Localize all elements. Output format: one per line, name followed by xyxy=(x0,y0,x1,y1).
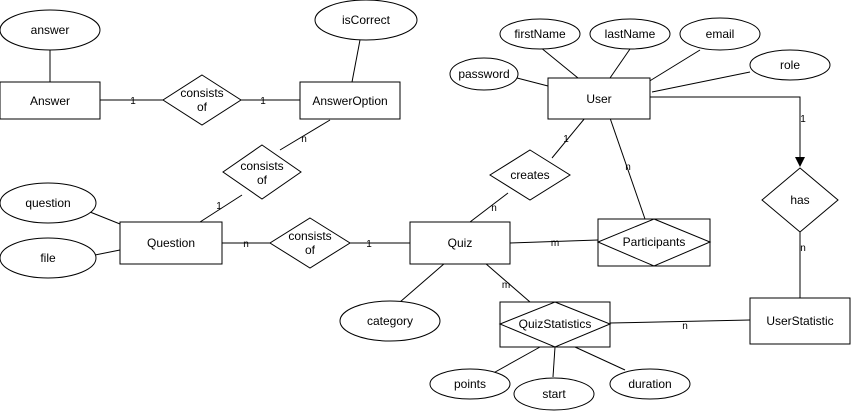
attribute-password-label: password xyxy=(458,67,509,81)
relationship-answer-answeroption-line2: of xyxy=(197,100,208,114)
edge-answeroption-rel2 xyxy=(279,119,331,151)
edge-password-attr xyxy=(516,77,549,87)
attribute-first-name[interactable]: firstName xyxy=(499,18,581,50)
attribute-email[interactable]: email xyxy=(679,17,761,51)
attribute-duration[interactable]: duration xyxy=(609,368,691,400)
attribute-role-label: role xyxy=(780,58,800,72)
attribute-file-label: file xyxy=(40,251,56,265)
cardinality-user-creates: 1 xyxy=(563,134,569,145)
edge-quiz-participants xyxy=(509,239,599,244)
relationship-creates-label: creates xyxy=(510,168,549,182)
edge-creates-quiz xyxy=(469,192,509,223)
attribute-password[interactable]: password xyxy=(449,57,519,91)
entity-user-statistic[interactable]: UserStatistic xyxy=(749,297,851,345)
attribute-last-name-label: lastName xyxy=(605,27,656,41)
attribute-last-name[interactable]: lastName xyxy=(589,18,671,50)
connectors xyxy=(49,39,805,378)
cardinality-answer: 1 xyxy=(130,96,136,107)
entity-answer[interactable]: Answer xyxy=(0,81,101,120)
relationship-has-label: has xyxy=(790,193,809,207)
edge-user-creates xyxy=(551,117,586,159)
entity-user-statistic-label: UserStatistic xyxy=(766,314,833,328)
cardinality-user-participants: n xyxy=(625,162,631,173)
entity-quiz-label: Quiz xyxy=(448,236,473,250)
attribute-file[interactable]: file xyxy=(0,237,97,279)
cardinality-quiz-creates: n xyxy=(491,203,497,214)
relationship-quiz-statistics[interactable]: QuizStatistics xyxy=(498,301,612,348)
cardinality-quiz-participants: m xyxy=(551,238,559,249)
cardinality-user-has: 1 xyxy=(800,114,806,125)
cardinality-userstatistic-has: n xyxy=(800,243,806,254)
cardinality-labels: 1 1 n 1 n 1 1 n n m m n 1 n xyxy=(130,96,806,332)
attribute-points-label: points xyxy=(454,377,486,391)
relationship-participants-label: Participants xyxy=(623,235,686,249)
entity-user[interactable]: User xyxy=(547,77,651,120)
entity-answer-label: Answer xyxy=(30,94,70,108)
relationship-question-quiz[interactable]: consists of xyxy=(269,217,351,269)
attribute-is-correct[interactable]: isCorrect xyxy=(314,0,418,41)
relationship-answer-answeroption-line1: consists xyxy=(180,86,223,100)
edge-email-attr xyxy=(647,49,701,83)
entity-question[interactable]: Question xyxy=(119,221,223,265)
relationship-answeroption-question-line1: consists xyxy=(240,159,283,173)
edge-start-attr xyxy=(552,346,556,378)
edge-duration-attr xyxy=(574,346,626,371)
edge-user-has-arrow xyxy=(650,96,805,167)
attribute-question[interactable]: question xyxy=(0,182,97,224)
cardinality-answeroption-2: n xyxy=(301,134,307,145)
entity-answer-option-label: AnswerOption xyxy=(312,94,387,108)
entity-question-label: Question xyxy=(147,236,195,250)
attribute-start[interactable]: start xyxy=(513,377,595,411)
relationship-participants[interactable]: Participants xyxy=(596,218,712,267)
attribute-duration-label: duration xyxy=(628,377,671,391)
attribute-role[interactable]: role xyxy=(749,49,831,81)
edge-iscorrect-attr xyxy=(351,39,361,83)
attribute-first-name-label: firstName xyxy=(514,27,566,41)
edge-quiz-quizstatistics xyxy=(484,262,531,303)
attribute-category[interactable]: category xyxy=(339,300,441,342)
attribute-answer-label: answer xyxy=(31,23,70,37)
attribute-category-label: category xyxy=(367,314,413,328)
edge-lastname-attr xyxy=(609,48,631,79)
attribute-answer[interactable]: answer xyxy=(0,9,101,51)
attribute-is-correct-label: isCorrect xyxy=(342,13,391,27)
cardinality-quiz-quizstatistics: m xyxy=(502,280,510,291)
attribute-points[interactable]: points xyxy=(429,368,511,400)
relationship-creates[interactable]: creates xyxy=(489,149,571,201)
edge-quizstatistics-userstatistic xyxy=(609,319,751,324)
edge-user-participants xyxy=(609,117,646,220)
cardinality-question-2: 1 xyxy=(216,201,222,212)
edge-points-attr xyxy=(487,346,541,377)
relationship-question-quiz-line2: of xyxy=(305,243,316,257)
relationship-quiz-statistics-label: QuizStatistics xyxy=(519,317,592,331)
edge-firstname-attr xyxy=(539,46,579,79)
attribute-question-label: question xyxy=(25,196,70,210)
cardinality-question-3: n xyxy=(243,239,249,250)
entity-user-label: User xyxy=(586,92,611,106)
relationship-answeroption-question[interactable]: consists of xyxy=(222,144,302,200)
entity-quiz[interactable]: Quiz xyxy=(409,221,511,265)
relationship-answer-answeroption[interactable]: consists of xyxy=(162,74,242,126)
attribute-start-label: start xyxy=(542,387,566,401)
attribute-email-label: email xyxy=(706,27,735,41)
cardinality-userstatistic-quizstatistics: n xyxy=(682,321,688,332)
cardinality-quiz-3: 1 xyxy=(366,239,372,250)
edge-category-attr xyxy=(399,262,446,303)
edge-rel2-question xyxy=(199,194,243,223)
entity-answer-option[interactable]: AnswerOption xyxy=(299,81,401,120)
edge-role-attr xyxy=(651,71,751,93)
relationship-question-quiz-line1: consists xyxy=(288,229,331,243)
cardinality-answeroption: 1 xyxy=(260,96,266,107)
relationship-answeroption-question-line2: of xyxy=(257,173,268,187)
relationship-has[interactable]: has xyxy=(761,167,839,233)
